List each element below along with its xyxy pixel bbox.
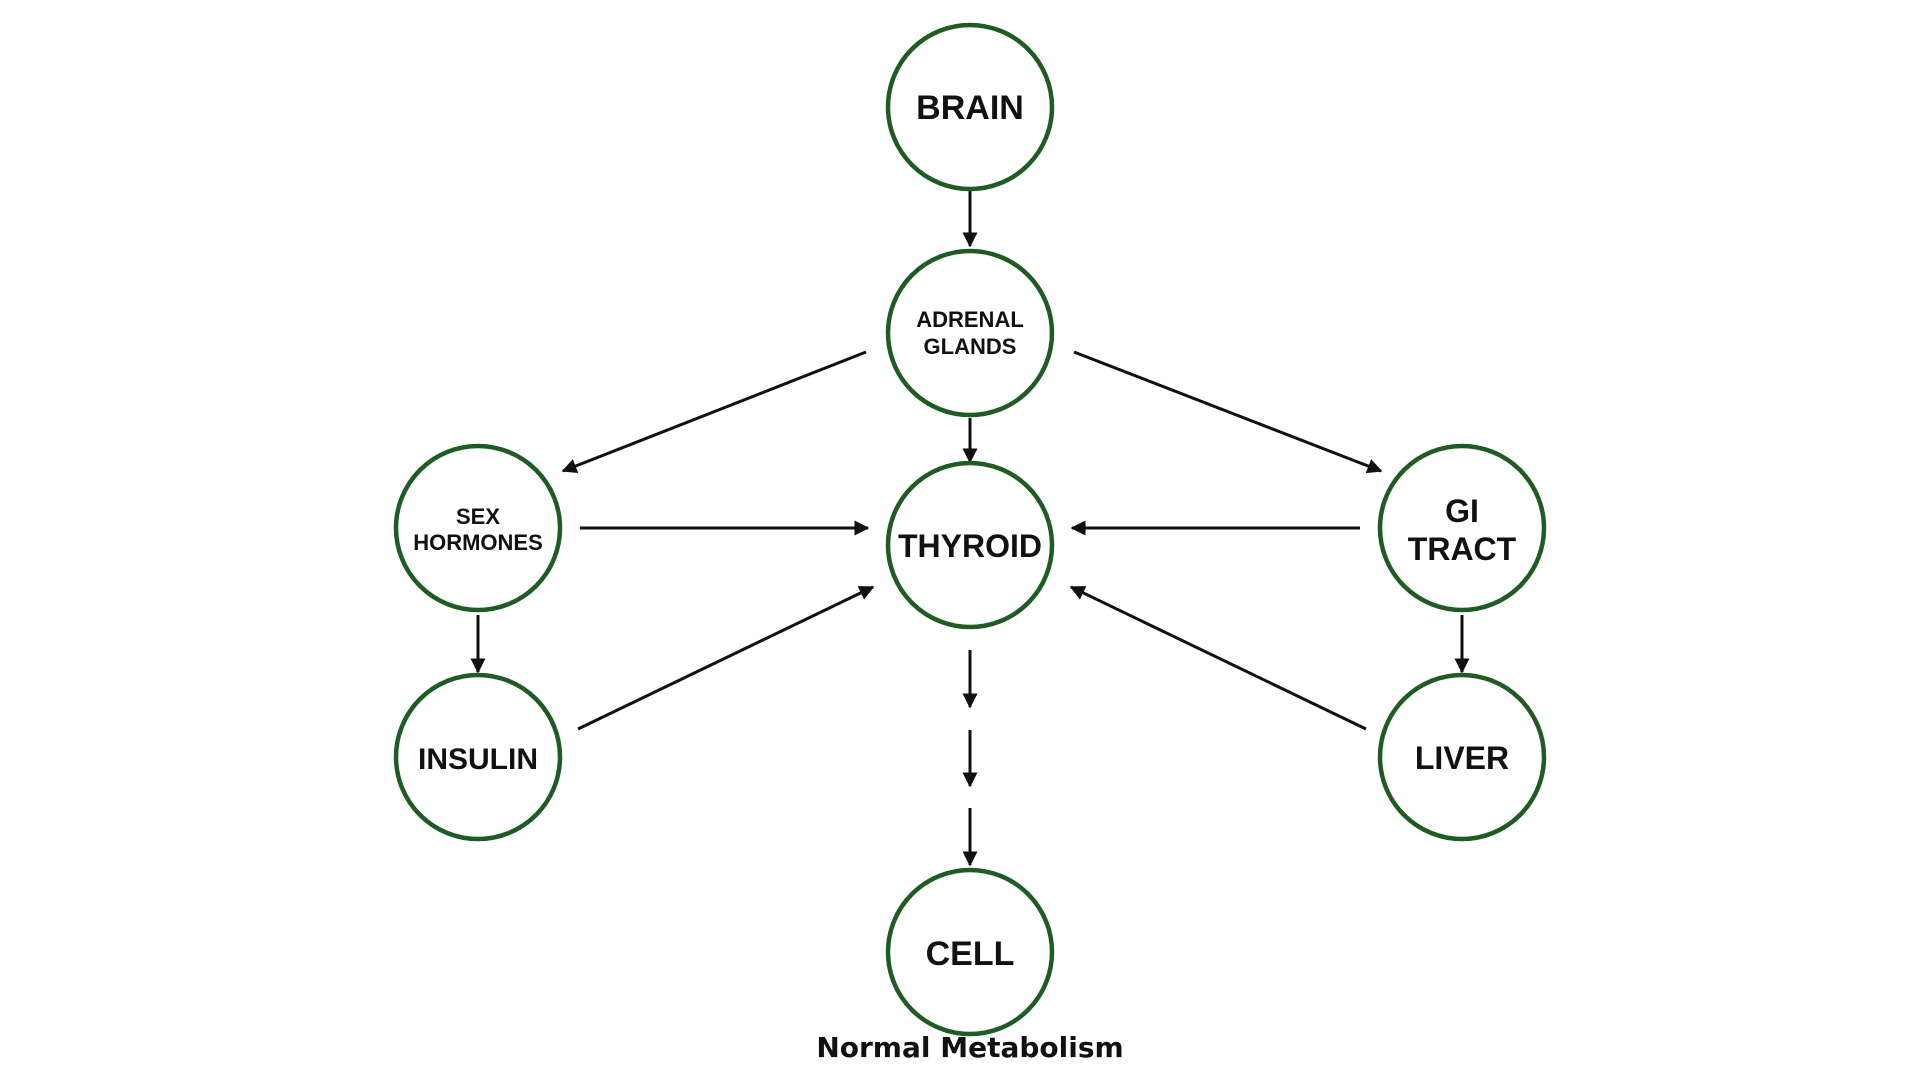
arrow-liver-to-thyroid	[1069, 585, 1367, 731]
node-insulin: INSULIN	[393, 672, 563, 842]
node-gi-tract-label-line-2: TRACT	[1408, 531, 1517, 567]
node-sex-hormones-label-line-1: SEX	[456, 504, 500, 529]
node-thyroid-circle	[885, 460, 1055, 630]
node-adrenal-glands-label-line-1: ADRENAL	[916, 307, 1024, 332]
diagram-caption: Normal Metabolism	[816, 1031, 1123, 1064]
node-thyroid: THYROID	[885, 460, 1055, 630]
node-cell-label: CELL	[926, 935, 1015, 973]
node-sex-hormones-label-line-2: HORMONES	[413, 530, 543, 555]
node-gi-tract-circle	[1377, 443, 1547, 613]
node-sex-hormones: SEX HORMONES	[393, 443, 563, 613]
node-insulin-label: INSULIN	[418, 743, 538, 776]
node-cell: CELL	[885, 867, 1055, 1037]
node-adrenal-glands-circle	[885, 248, 1055, 418]
arrow-adrenal-to-gi	[1073, 350, 1383, 474]
edges-layer	[470, 190, 1470, 867]
node-gi-tract: GI TRACT	[1377, 443, 1547, 613]
node-sex-hormones-circle	[393, 443, 563, 613]
node-adrenal-glands-label-line-2: GLANDS	[924, 334, 1017, 359]
node-brain-circle	[885, 22, 1055, 192]
node-cell-circle	[885, 867, 1055, 1037]
nodes-layer: BRAIN ADRENAL GLANDS SEX HORMONES THYROI…	[393, 22, 1547, 1037]
node-liver-label: LIVER	[1415, 740, 1509, 776]
node-insulin-circle	[393, 672, 563, 842]
node-brain-label: BRAIN	[916, 89, 1024, 127]
arrow-insulin-to-thyroid	[577, 585, 875, 731]
arrow-adrenal-to-sex	[561, 350, 867, 474]
node-liver: LIVER	[1377, 672, 1547, 842]
node-thyroid-label: THYROID	[898, 528, 1042, 564]
node-adrenal-glands: ADRENAL GLANDS	[885, 248, 1055, 418]
node-gi-tract-label-line-1: GI	[1445, 493, 1479, 529]
node-brain: BRAIN	[885, 22, 1055, 192]
node-liver-circle	[1377, 672, 1547, 842]
